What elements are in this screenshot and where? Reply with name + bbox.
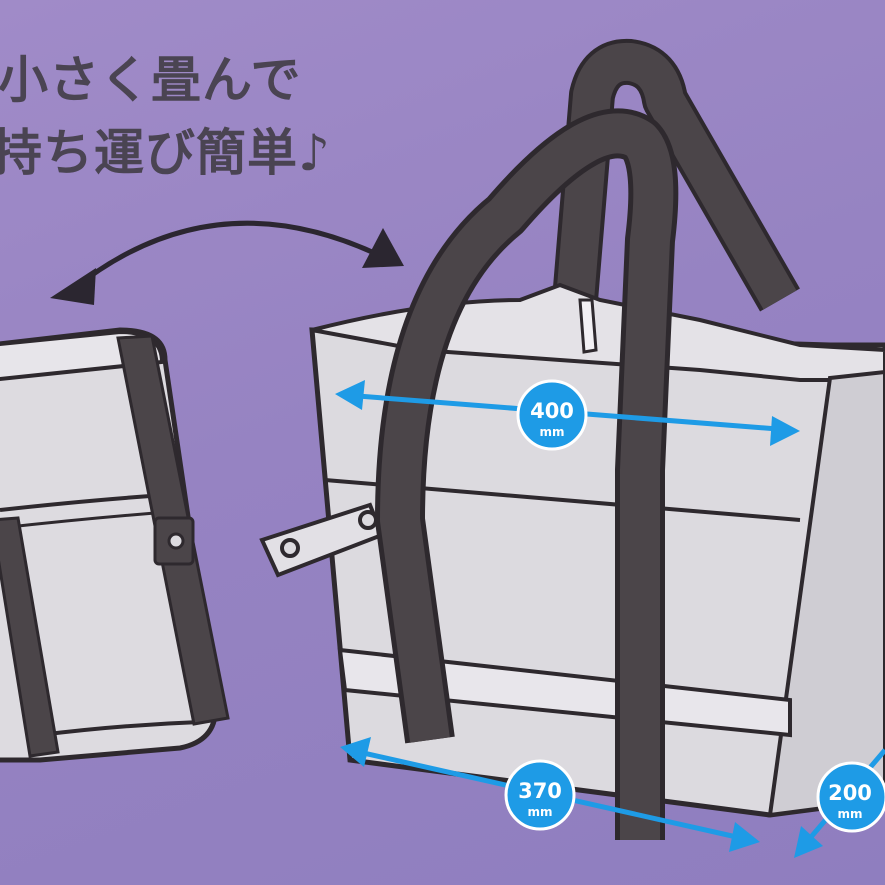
width-badge <box>516 379 588 451</box>
dimension-width: 400 mm <box>335 379 800 451</box>
depth-unit: mm <box>837 807 862 821</box>
headline-line-1: 小さく畳んで <box>0 51 302 109</box>
length-badge <box>504 759 576 831</box>
length-unit: mm <box>527 805 552 819</box>
dimension-depth: 200 mm <box>794 748 885 858</box>
depth-value: 200 <box>828 781 872 805</box>
folded-bag <box>0 327 230 763</box>
fold-arrow <box>50 220 404 305</box>
fold-arrow-left-head <box>50 268 96 305</box>
fold-arrow-right-head <box>362 228 404 268</box>
length-value: 370 <box>518 779 562 803</box>
depth-badge <box>816 761 885 833</box>
tote-bag <box>259 38 885 840</box>
dimension-length: 370 mm <box>340 737 760 852</box>
width-value: 400 <box>530 399 574 423</box>
width-unit: mm <box>539 425 564 439</box>
headline-line-2: 持ち運び簡単♪ <box>0 124 331 182</box>
